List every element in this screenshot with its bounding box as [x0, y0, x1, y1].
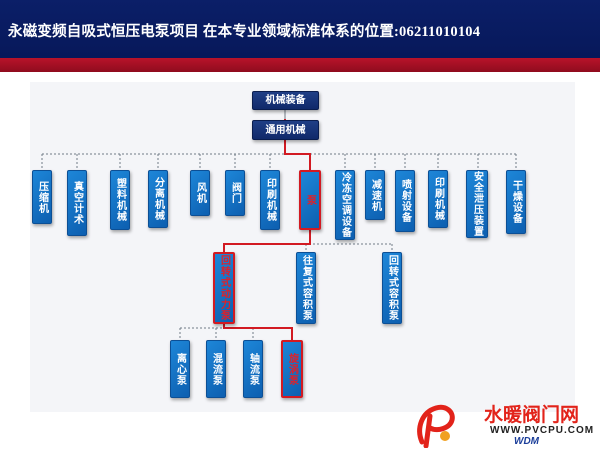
node-category-11: 喷射设备 — [395, 170, 415, 232]
site-logo-icon — [417, 404, 455, 448]
node-category-3: 塑料机械 — [110, 170, 130, 230]
node-category-14: 干燥设备 — [506, 170, 526, 234]
diagram-canvas: 机械装备 通用机械 压缩机 真空计术 塑料机械 分离机械 风机 阀门 印刷机械 … — [30, 82, 575, 412]
header-bar: 永磁变频自吸式恒压电泵项目 在本专业领域标准体系的位置:06211010104 — [0, 0, 600, 58]
node-pump-type-2: 往复式容积泵 — [296, 252, 316, 324]
node-pump-type-3: 回转式容积泵 — [382, 252, 402, 324]
node-category-1: 压缩机 — [32, 170, 52, 224]
node-category-8-highlight: 泵 — [299, 170, 321, 230]
node-category-9: 冷冻空调设备 — [335, 170, 355, 240]
watermark-brand: WDM — [514, 436, 539, 447]
node-category-6: 阀门 — [225, 170, 245, 216]
node-category-5: 风机 — [190, 170, 210, 216]
node-dynamic-pump-3: 轴流泵 — [243, 340, 263, 398]
node-dynamic-pump-2: 混流泵 — [206, 340, 226, 398]
node-category-13: 安全泄压装置 — [466, 170, 488, 238]
accent-bar — [0, 58, 600, 72]
node-category-4: 分离机械 — [148, 170, 168, 228]
watermark-url: WWW.PVCPU.COM — [490, 425, 595, 436]
node-category-10: 减速机 — [365, 170, 385, 220]
node-root: 机械装备 — [252, 91, 319, 110]
node-dynamic-pump-1: 离心泵 — [170, 340, 190, 398]
node-category-7: 印刷机械 — [260, 170, 280, 230]
node-dynamic-pump-4-highlight: 旋涡泵 — [281, 340, 303, 398]
page-title: 永磁变频自吸式恒压电泵项目 在本专业领域标准体系的位置:06211010104 — [8, 24, 481, 40]
connector-lines — [41, 108, 517, 340]
node-pump-type-1-highlight: 回转式动力泵 — [213, 252, 235, 324]
node-level1: 通用机械 — [252, 120, 319, 140]
node-category-12: 印刷机械 — [428, 170, 448, 228]
watermark-name: 水暖阀门网 — [484, 404, 580, 426]
node-category-2: 真空计术 — [67, 170, 87, 236]
watermark: 水暖阀门网 WWW.PVCPU.COM WDM — [402, 394, 600, 450]
